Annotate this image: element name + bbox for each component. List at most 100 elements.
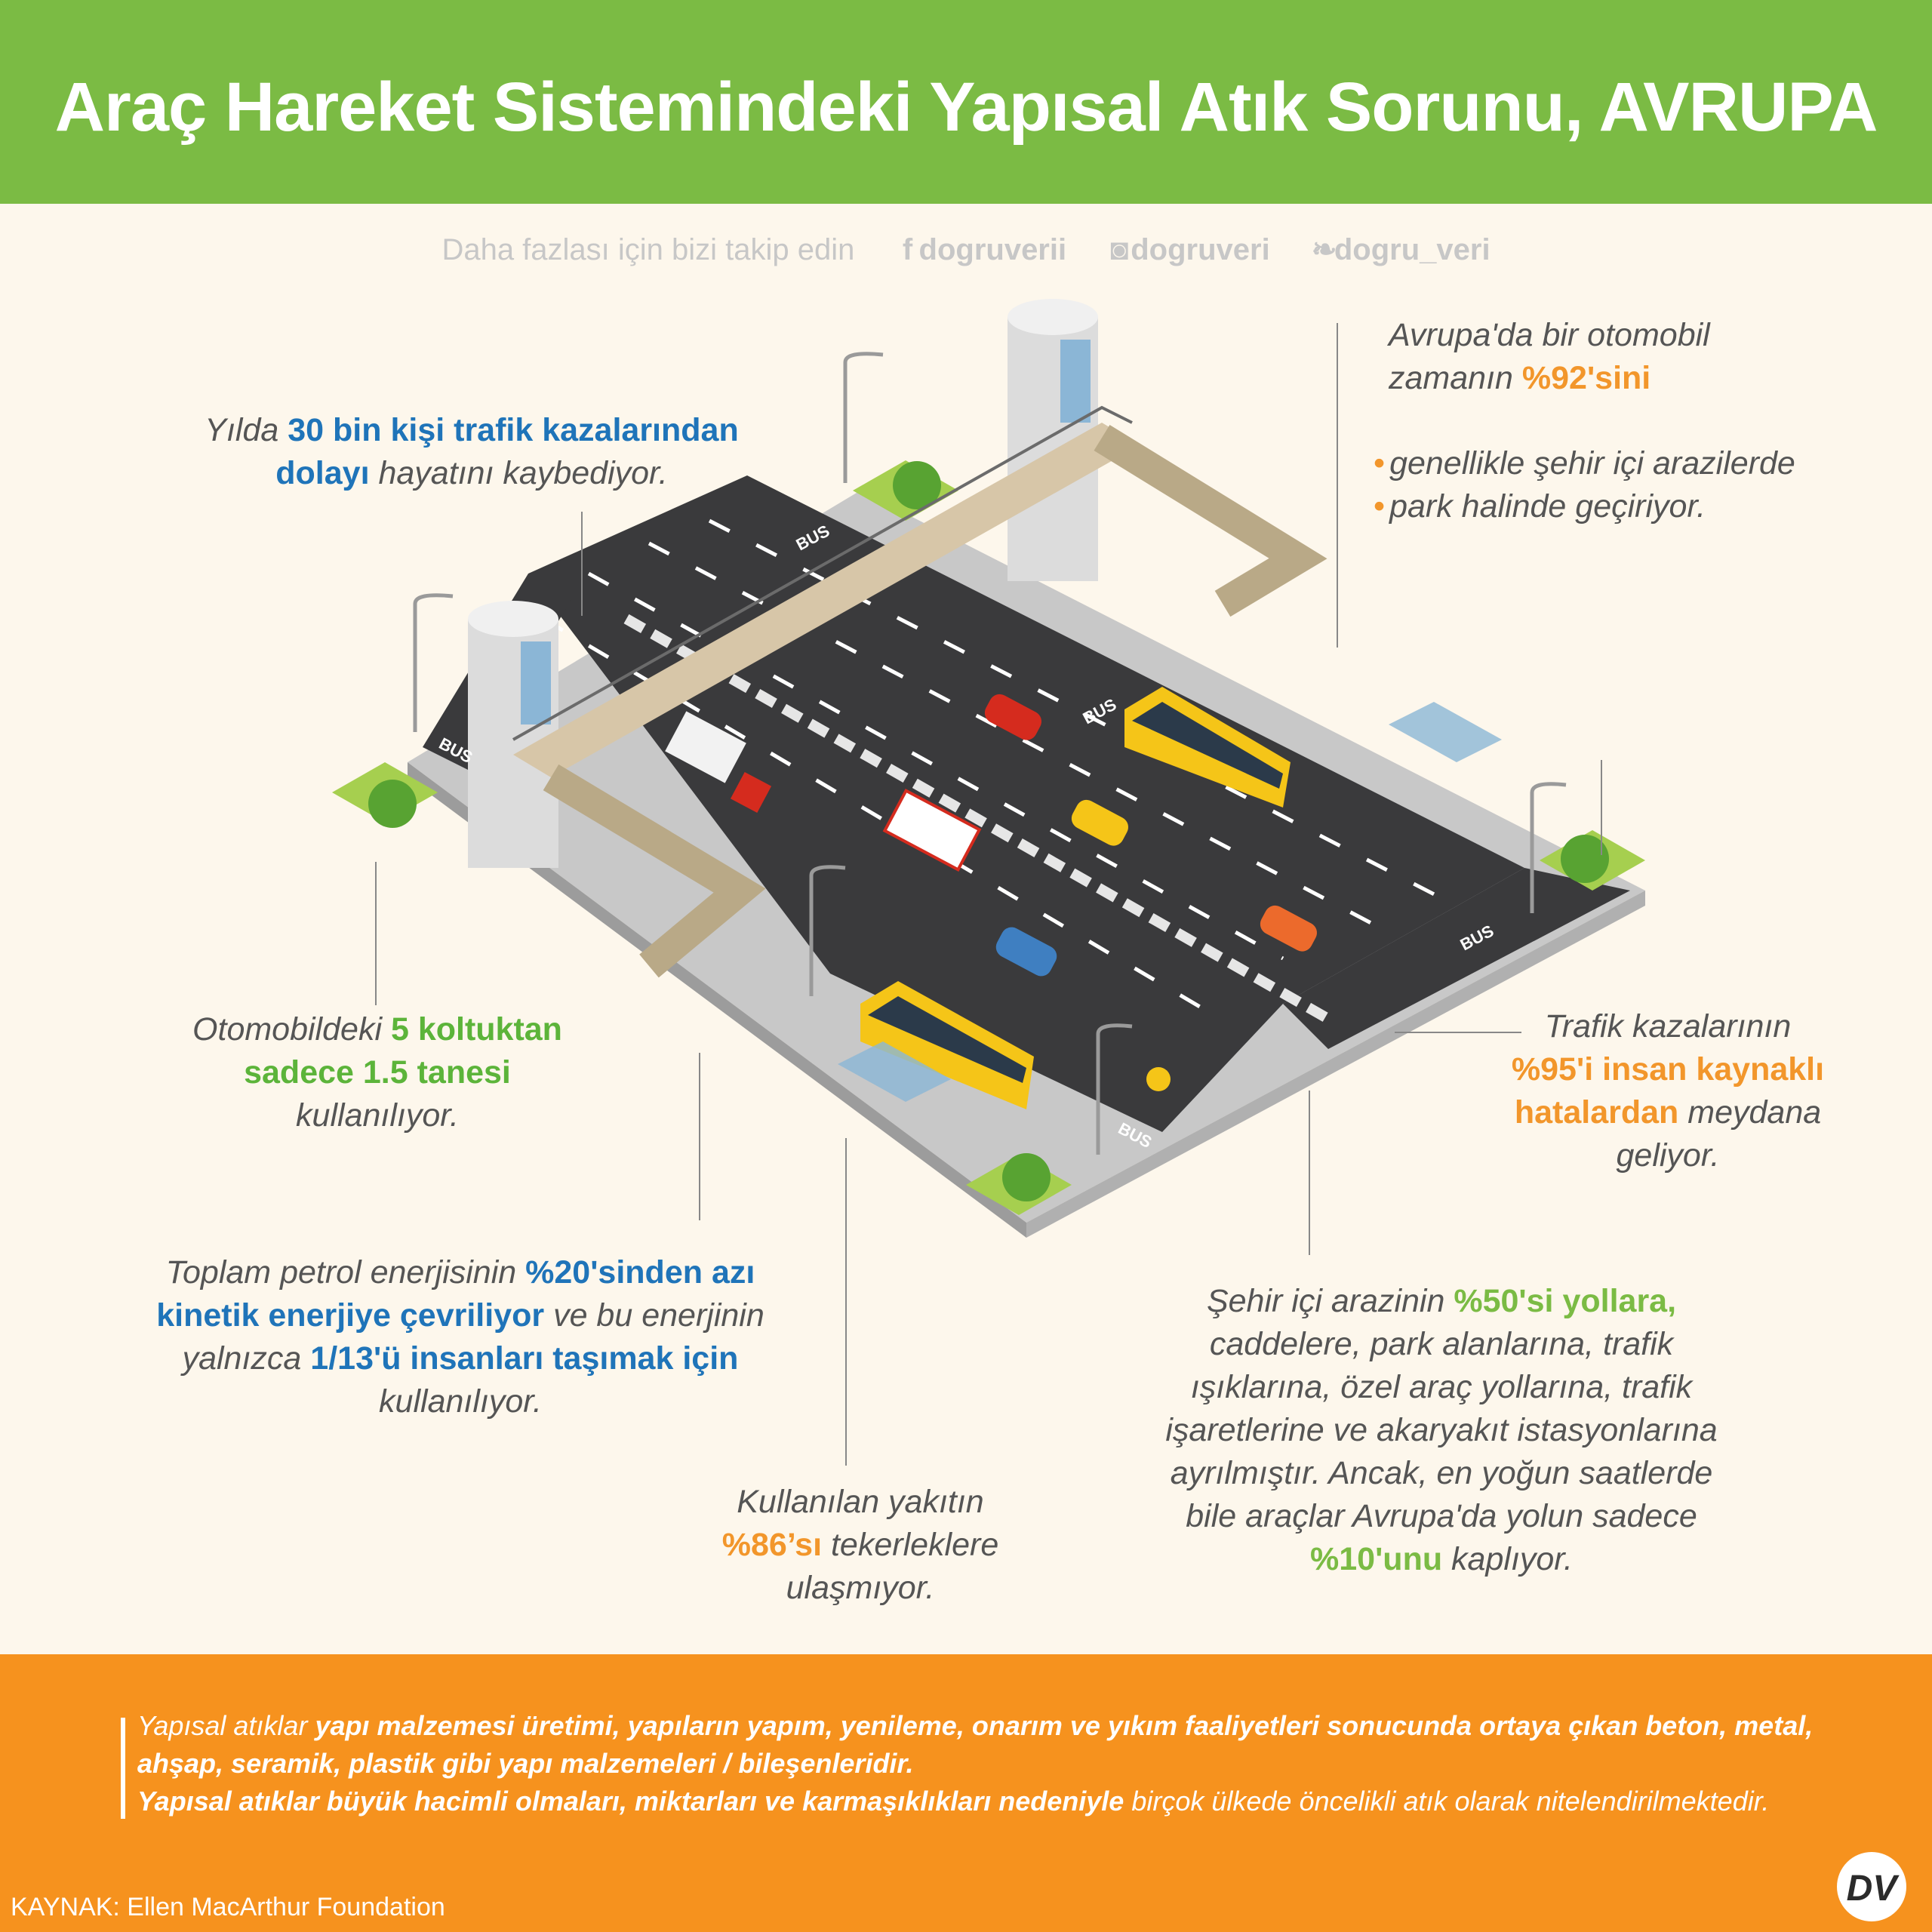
footer-text-1: Yapısal atıklar — [137, 1710, 315, 1741]
accidents-highlight-1: %95'i insan kaynaklı — [1511, 1051, 1825, 1088]
seats-highlight-2: sadece 1.5 tanesi — [244, 1054, 511, 1091]
leader-line-fuel — [845, 1138, 847, 1466]
follow-prompt: Daha fazlası için bizi takip edin — [441, 233, 855, 266]
street-lamp-3 — [809, 865, 846, 996]
tower-right-glass — [1060, 340, 1091, 423]
instagram-handle: dogruveri — [1131, 233, 1270, 266]
footer-definition: Yapısal atıklar yapı malzemesi üretimi, … — [137, 1707, 1835, 1820]
land-text-2: kaplıyor. — [1442, 1541, 1573, 1577]
twitter-icon: ❧ — [1311, 233, 1337, 266]
deaths-highlight-1: 30 bin kişi trafik kazalarından — [288, 412, 739, 448]
petrol-text-1: Toplam petrol enerjisinin — [165, 1254, 526, 1291]
base-edge-left — [408, 762, 1026, 1238]
street-lamp-5 — [1530, 782, 1567, 913]
base-edge-right — [1026, 891, 1645, 1238]
street-lamp-2 — [413, 593, 454, 732]
tower-left-top — [468, 601, 558, 637]
tree-bottom — [1002, 1153, 1051, 1201]
logo-text: DV — [1847, 1869, 1900, 1909]
land-line-2: caddelere, park alanlarına, trafik — [1209, 1326, 1674, 1362]
accidents-text-3: geliyor. — [1616, 1137, 1720, 1174]
elevator-tower-left — [468, 601, 558, 868]
bus-right — [1124, 687, 1291, 808]
bus-left-windows — [868, 996, 1026, 1083]
leader-line-deaths — [581, 512, 583, 616]
twitter-link[interactable]: ❧dogru_veri — [1312, 233, 1491, 266]
land-line-6: bile araçlar Avrupa'da yolun sadece — [1186, 1498, 1697, 1534]
instagram-icon: ◙ — [1110, 233, 1129, 266]
car-red — [984, 694, 1042, 740]
footer-bold-2: ahşap, seramik, plastik gibi yapı malzem… — [137, 1748, 914, 1779]
footer-accent-bar — [121, 1718, 125, 1819]
facebook-icon: f — [902, 233, 913, 266]
footer-text-2: birçok ülkede öncelikli atık olarak nite… — [1124, 1786, 1770, 1817]
header-banner: Araç Hareket Sistemindeki Yapısal Atık S… — [0, 0, 1932, 204]
tree-top — [893, 461, 941, 509]
page-title: Araç Hareket Sistemindeki Yapısal Atık S… — [54, 69, 1878, 146]
fuel-text-2: tekerleklere — [822, 1527, 999, 1563]
accidents-highlight-2: hatalardan — [1514, 1094, 1679, 1131]
land-highlight-2: %10'unu — [1310, 1541, 1443, 1577]
twitter-handle: dogru_veri — [1334, 233, 1491, 266]
callout-fuel-wheels: Kullanılan yakıtın %86’sı tekerleklere u… — [664, 1481, 1057, 1610]
parked-line-2: zamanın — [1389, 360, 1522, 396]
lane-markings — [542, 518, 1443, 1014]
leader-line-accidents — [1395, 1032, 1521, 1033]
facebook-handle: dogruverii — [918, 233, 1067, 266]
fuel-text-3: ulaşmıyor. — [786, 1570, 935, 1606]
tree-left — [368, 780, 417, 828]
tower-left-glass — [521, 641, 551, 724]
fuel-highlight: %86’sı — [721, 1527, 823, 1563]
deaths-text-2: hayatını kaybediyor. — [369, 455, 668, 491]
callout-petrol-energy: Toplam petrol enerjisinin %20'sinden azı… — [121, 1251, 800, 1423]
instagram-link[interactable]: ◙dogruveri — [1108, 233, 1270, 266]
street-lamp-4 — [1096, 1023, 1133, 1155]
seats-text-2: kullanılıyor. — [296, 1097, 459, 1134]
car-yellow-taxi — [1071, 799, 1129, 846]
tower-right-top — [1008, 299, 1098, 335]
callout-parked-time: Avrupa'da bir otomobil zamanın %92'sini … — [1374, 314, 1864, 528]
footer-panel — [0, 1654, 1932, 1932]
bus-left — [860, 981, 1034, 1109]
petrol-highlight-2: kinetik enerjiye çevriliyor — [156, 1297, 545, 1334]
parked-highlight: %92'sini — [1521, 360, 1651, 396]
leader-line-petrol — [699, 1053, 700, 1220]
bridge-stairs-left — [543, 764, 766, 978]
land-line-3: ışıklarına, özel araç yollarına, trafik — [1190, 1369, 1693, 1405]
petrol-text-2: ve bu enerjinin — [544, 1297, 764, 1334]
scooter — [1146, 1067, 1171, 1091]
parked-line-1: Avrupa'da bir otomobil — [1389, 317, 1710, 353]
petrol-highlight-1: %20'sinden azı — [525, 1254, 755, 1291]
footer-bold-1: yapı malzemesi üretimi, yapıların yapım,… — [315, 1710, 1814, 1741]
footer-bold-3: Yapısal atıklar büyük hacimli olmaları, … — [137, 1786, 1124, 1817]
parked-line-3: genellikle şehir içi arazilerde — [1389, 445, 1795, 481]
bus-shelter-left — [838, 1041, 951, 1102]
parked-line-4: park halinde geçiriyor. — [1389, 488, 1706, 525]
land-text-1: Şehir içi arazinin — [1206, 1283, 1454, 1319]
petrol-highlight-3: 1/13'ü insanları taşımak için — [310, 1340, 739, 1377]
leader-line-seats — [375, 862, 377, 1005]
petrol-text-3: yalnızca — [182, 1340, 311, 1377]
callout-traffic-deaths: Yılda 30 bin kişi trafik kazalarından do… — [151, 409, 792, 495]
seats-highlight-1: 5 koltuktan — [390, 1011, 562, 1048]
side-road-right — [1283, 868, 1630, 1049]
leader-line-corner — [1601, 760, 1602, 855]
deaths-text-1: Yılda — [205, 412, 288, 448]
leader-line-parked — [1337, 323, 1338, 648]
source-credit: KAYNAK: Ellen MacArthur Foundation — [11, 1893, 445, 1921]
car-orange — [1260, 905, 1318, 952]
fuel-text-1: Kullanılan yakıtın — [737, 1484, 984, 1520]
bullet-icon: • — [1374, 488, 1386, 525]
dv-logo-icon: DV — [1837, 1852, 1906, 1921]
bus-right-windows — [1132, 702, 1283, 789]
car-blue — [995, 927, 1057, 977]
truck — [665, 711, 746, 783]
land-line-4: işaretlerine ve akaryakıt istasyonlarına — [1165, 1412, 1718, 1448]
lane-line-4 — [542, 617, 1209, 1014]
leader-line-land — [1309, 1091, 1310, 1255]
callout-accident-causes: Trafik kazalarının %95'i insan kaynaklı … — [1457, 1005, 1879, 1177]
land-line-5: ayrılmıştır. Ancak, en yoğun saatlerde — [1170, 1455, 1713, 1491]
